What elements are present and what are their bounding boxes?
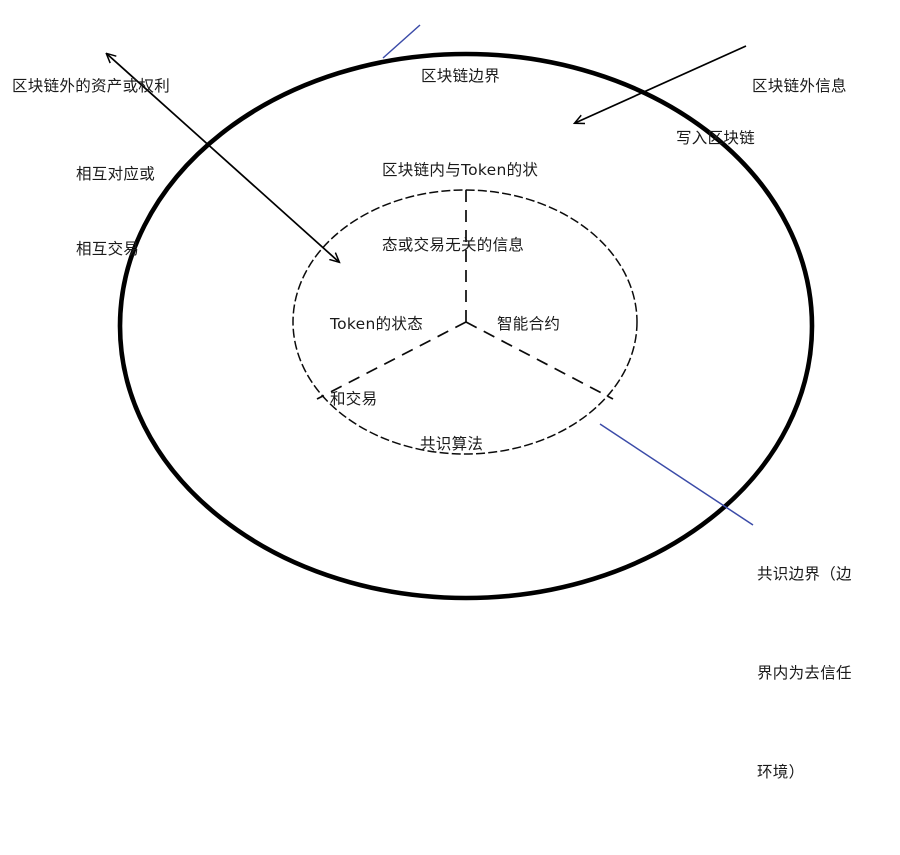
sector-label-token-state-line-1: Token的状态 [330, 315, 424, 333]
sector-label-token-state-line-2: 和交易 [330, 390, 378, 408]
offchain-assets-arrow [107, 54, 339, 262]
sector-label-token-state: Token的状态 和交易 [330, 262, 423, 462]
sector-label-smart-contract: 智能合约 [497, 262, 560, 387]
offchain-information-arrow [575, 45, 747, 123]
callout-offchain-assets-line-1: 区块链外的资产或权利 [12, 77, 171, 95]
callout-offchain-assets: 区块链外的资产或权利 [12, 24, 170, 149]
callout-mutual-mapping-line-2: 相互交易 [76, 240, 140, 258]
sector-label-smart-contract-line-1: 智能合约 [497, 315, 561, 333]
diagram-canvas: 区块链外的资产或权利 相互对应或 相互交易 区块链边界 区块链外信息 写入区块链… [0, 14, 852, 781]
callout-blockchain-boundary-line-1: 区块链边界 [421, 67, 501, 85]
callout-offchain-information: 区块链外信息 [752, 24, 847, 149]
callout-offchain-information-line-1: 区块链外信息 [752, 77, 847, 95]
callout-consensus-boundary-line-3: 环境） [757, 763, 805, 781]
sector-divider-lower-left [316, 321, 467, 400]
sector-label-consensus-algorithm-line-1: 共识算法 [420, 435, 484, 453]
callout-write-to-blockchain: 写入区块链 [676, 76, 755, 201]
diagram-vector-layer [0, 24, 815, 601]
sector-divider-lower-right [465, 321, 614, 400]
callout-mutual-mapping-line-1: 相互对应或 [76, 165, 156, 183]
callout-onchain-nontoken-information-line-2: 态或交易无关的信息 [382, 236, 525, 254]
blockchain-boundary-leader-line [382, 24, 421, 59]
callout-consensus-boundary-line-1: 共识边界（边 [757, 565, 852, 583]
sector-label-consensus-algorithm: 共识算法 [420, 382, 483, 507]
blockchain-boundary-ellipse [117, 51, 815, 601]
consensus-boundary-leader-line [599, 423, 754, 526]
callout-onchain-nontoken-information: 区块链内与Token的状 态或交易无关的信息 [382, 108, 538, 308]
callout-write-to-blockchain-line-1: 写入区块链 [676, 129, 756, 147]
callout-onchain-nontoken-information-line-1: 区块链内与Token的状 [382, 161, 539, 179]
consensus-boundary-ellipse [292, 189, 638, 455]
callout-mutual-mapping: 相互对应或 相互交易 [76, 112, 155, 312]
callout-blockchain-boundary: 区块链边界 [421, 14, 500, 139]
